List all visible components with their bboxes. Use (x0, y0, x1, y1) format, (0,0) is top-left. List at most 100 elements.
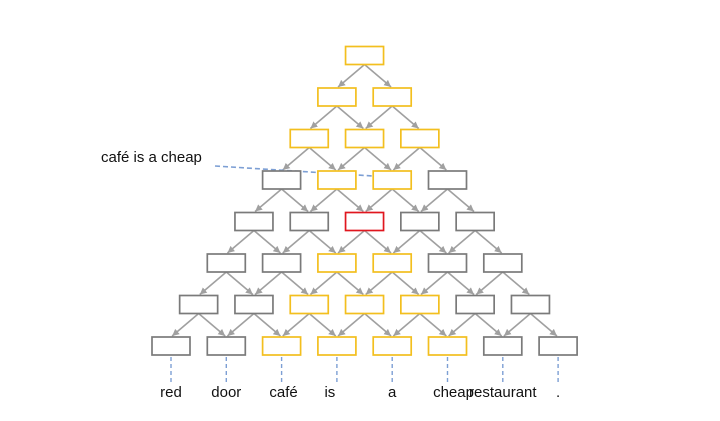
tree-node-yellow (400, 128, 440, 149)
edge-arrow (419, 312, 447, 337)
edge-arrow (364, 229, 392, 254)
tree-node-yellow (427, 336, 468, 356)
edge-arrow (391, 188, 420, 213)
word-token: door (211, 384, 242, 401)
edge-arrow (420, 188, 449, 213)
edge-arrow (365, 188, 393, 213)
tree-node-yellow (372, 87, 413, 107)
tree-node-gray (289, 211, 330, 232)
tree-node-gray (234, 294, 274, 315)
edge-layer (171, 63, 558, 337)
tree-node-yellow (344, 128, 385, 149)
tree-node-gray (178, 294, 219, 315)
edge-arrow (281, 188, 309, 213)
edge-arrow (446, 271, 475, 296)
edge-arrow (529, 312, 558, 337)
edge-arrow (474, 229, 503, 254)
edge-arrow (392, 229, 421, 254)
tree-node-gray (234, 211, 274, 232)
tree-node-yellow (289, 128, 330, 149)
tree-node-yellow (289, 294, 330, 315)
word-token: a (388, 384, 397, 401)
edge-arrow (337, 146, 366, 171)
edge-arrow (309, 188, 338, 213)
tree-node-gray (206, 253, 247, 273)
word-token: café (269, 384, 298, 401)
edge-arrow (392, 312, 421, 337)
edge-arrow (336, 188, 364, 213)
edge-arrow (308, 146, 337, 171)
edge-arrow (364, 146, 392, 171)
tree-node-yellow (400, 294, 440, 315)
callout-pointer-line (214, 165, 390, 178)
edge-arrow (502, 271, 530, 296)
edge-arrow (448, 229, 476, 254)
edge-arrow (199, 271, 227, 296)
node-layer (151, 45, 578, 356)
edge-arrow (475, 271, 504, 296)
tree-node-yellow (261, 336, 302, 356)
tree-node-yellow (372, 253, 413, 273)
word-token: restaurant (469, 384, 537, 401)
edge-arrow (419, 146, 447, 171)
tree-node-yellow (372, 336, 413, 356)
edge-arrow (337, 312, 366, 337)
edge-arrow (282, 146, 310, 171)
edge-arrow (226, 229, 255, 254)
tree-node-gray (482, 336, 523, 356)
edge-arrow (446, 188, 475, 213)
tree-node-yellow (317, 87, 357, 107)
edge-arrow (254, 271, 283, 296)
edge-arrow (448, 312, 476, 337)
edge-arrow (419, 229, 447, 254)
tree-node-gray (510, 294, 551, 315)
edge-arrow (336, 105, 364, 130)
edge-arrow (337, 63, 366, 88)
tree-node-gray (455, 211, 495, 232)
callout-pointer (214, 165, 390, 178)
edge-arrow (308, 229, 337, 254)
edge-arrow (365, 271, 393, 296)
edge-arrow (282, 312, 310, 337)
edge-arrow (337, 229, 366, 254)
tree-node-yellow (317, 170, 357, 190)
tree-node-gray (482, 253, 523, 273)
edge-arrow (391, 105, 420, 130)
edge-arrow (171, 312, 200, 337)
tree-node-gray (400, 211, 440, 232)
tree-node-gray (261, 253, 302, 273)
edge-arrow (503, 312, 531, 337)
tree-node-yellow (344, 45, 385, 66)
edge-arrow (253, 312, 281, 337)
edge-arrow (254, 188, 283, 213)
tree-node-gray (261, 170, 302, 190)
edge-arrow (392, 146, 421, 171)
edge-arrow (309, 105, 338, 130)
edge-arrow (226, 312, 255, 337)
word-token: . (556, 384, 561, 401)
tree-node-gray (206, 336, 247, 356)
edge-arrow (474, 312, 503, 337)
tree-node-gray (455, 294, 495, 315)
edge-arrow (225, 271, 254, 296)
word-token: cheap (433, 384, 474, 401)
tree-node-gray (427, 253, 468, 273)
edge-arrow (364, 63, 392, 88)
callout-label: café is a cheap (101, 149, 202, 166)
edge-arrow (391, 271, 420, 296)
tree-node-yellow (372, 170, 413, 190)
word-token: is (324, 384, 336, 401)
tree-node-gray (538, 336, 578, 356)
edge-arrow (281, 271, 309, 296)
tree-node-yellow (317, 336, 357, 356)
tree-node-yellow (317, 253, 357, 273)
tree-node-gray (427, 170, 468, 190)
edge-arrow (308, 312, 337, 337)
edge-arrow (364, 312, 392, 337)
tree-node-yellow (344, 294, 385, 315)
edge-arrow (420, 271, 449, 296)
highlighted-node (344, 211, 385, 232)
edge-arrow (198, 312, 226, 337)
